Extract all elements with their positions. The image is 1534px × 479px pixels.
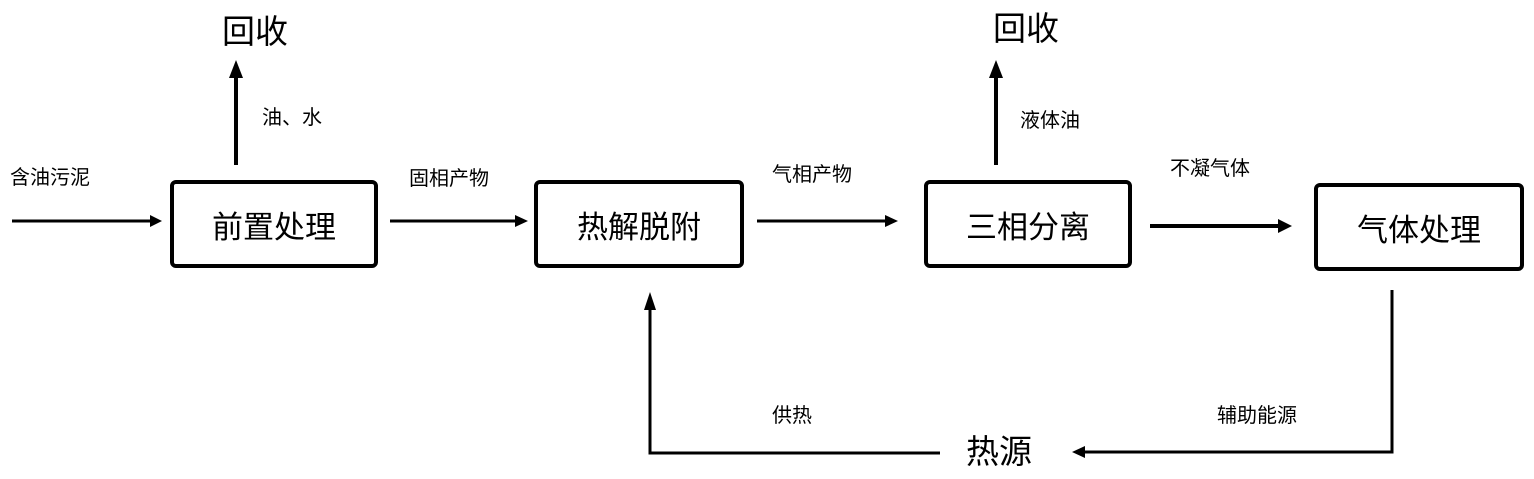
node-three-phase-separation: 三相分离 [924,180,1132,268]
line-aux-energy [1085,290,1394,454]
node-gas-treatment: 气体处理 [1314,183,1524,271]
arrowhead-up-oil-water [229,60,243,78]
label-auxiliary-energy: 辅助能源 [1217,403,1297,427]
label-oil-water: 油、水 [262,105,322,129]
arrowhead-heat-supply [644,292,656,310]
arrowhead-aux-energy [1072,446,1085,458]
node-pretreatment: 前置处理 [170,180,378,268]
line-heat-supply [648,310,940,455]
label-liquid-oil: 液体油 [1020,108,1080,132]
arrowhead-gas-phase [885,215,898,227]
arrowhead-noncondensable [1278,219,1292,233]
label-recover-left: 回收 [222,12,288,51]
label-gas-product: 气相产物 [772,162,852,186]
label-heat-source: 热源 [966,432,1032,471]
label-recover-right: 回收 [993,9,1059,48]
label-input-oily-sludge: 含油污泥 [10,165,90,189]
arrowhead-input [150,215,162,227]
arrowhead-up-liquid-oil [989,60,1003,78]
label-solid-product: 固相产物 [409,166,489,190]
label-heat-supply: 供热 [772,403,812,427]
node-pyrolysis-desorption: 热解脱附 [534,180,744,268]
label-noncondensable-gas: 不凝气体 [1170,156,1250,180]
arrowhead-solid-phase [515,215,528,227]
